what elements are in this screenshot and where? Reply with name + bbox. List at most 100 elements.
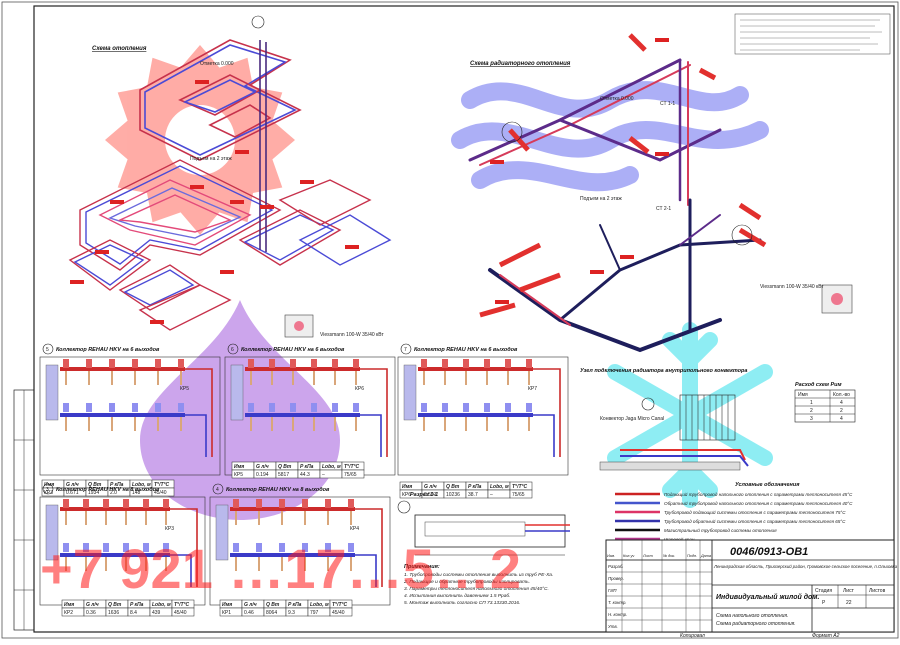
legend-text: Обратный трубопровод напольного отоплени… <box>664 500 853 506</box>
manifold-valve <box>332 359 338 368</box>
stamp-header: № док. <box>663 554 675 558</box>
manifold-valve <box>132 403 138 412</box>
manifold-valve <box>132 359 138 368</box>
legend-item: Магистральный трубопровод системы отопле… <box>615 527 777 533</box>
stamp-header: Изм. <box>607 554 615 558</box>
stamp-col-head: Листов <box>869 588 886 594</box>
manifold-valve <box>103 499 109 508</box>
mini-table-title: Расход схем Рим <box>795 382 842 388</box>
manifold-valve <box>86 359 92 368</box>
manifold-callout <box>212 483 224 495</box>
manifold-code: КР4 <box>350 526 359 532</box>
mini-table-cell: 4 <box>840 400 843 406</box>
legend-item: Подающий трубопровод напольного отоплени… <box>615 491 853 497</box>
manifold-callout <box>400 343 412 355</box>
stamp-role: Т. контр. <box>608 600 627 605</box>
manifold-table-cell: 2.0 <box>110 490 117 496</box>
manifold-valve <box>526 403 532 412</box>
legend-item: Шаровой кран <box>615 536 695 542</box>
manifold-valve <box>421 403 427 412</box>
manifold-valve <box>332 403 338 412</box>
notes-block: Примечания: 1. Трубопроводы системы отоп… <box>403 564 553 606</box>
manifold-valve <box>505 359 511 368</box>
note-line: 2. Подающие и обратные трубопроводы изол… <box>403 579 530 585</box>
manifold-valve <box>290 359 296 368</box>
manifold-table-head: P кПа <box>468 484 482 490</box>
right-callout-circle-2 <box>731 224 753 246</box>
right-boiler-label: Viessmann 100-W 35/40 кВт <box>760 284 824 290</box>
manifold-callout <box>42 343 54 355</box>
manifold-valve <box>233 543 239 552</box>
manifold-table-head: Lobo, м <box>322 464 341 470</box>
stamp-object: Индивидуальный жилой дом. <box>716 593 819 601</box>
detail-subtitle: Конвектор Jaga Micro Canal <box>600 416 664 422</box>
manifold-valve <box>86 403 92 412</box>
manifold-valve <box>290 403 296 412</box>
manifold-table-head: T°/T°C <box>512 484 527 490</box>
stamp-role: Разраб. <box>608 564 624 569</box>
legend-title: Условные обозначения <box>735 481 800 488</box>
left-boiler-label: Viessmann 100-W 35/40 кВт <box>320 332 384 338</box>
manifold-valve <box>484 403 490 412</box>
stamp-header: Дата <box>700 554 711 558</box>
manifold-valve <box>484 359 490 368</box>
manifold-table-cell: 8064 <box>266 610 277 616</box>
drawing-frame <box>33 5 895 633</box>
note-line: 3. Параметры теплоносителя напольного от… <box>404 586 549 592</box>
convector-section: Разрез 1-1 <box>397 492 570 556</box>
right-riser-2: СТ 2-1 <box>656 206 671 212</box>
manifold-table-cell: – <box>322 472 325 478</box>
manifold-table-head: Имя <box>234 464 244 470</box>
manifold-table-cell: 0.591 <box>424 492 437 498</box>
manifold-table-head: P кПа <box>130 602 144 608</box>
stamp-col-head: Лист <box>843 588 855 594</box>
watermark-phone-text: +7 921 …17…5…2 <box>40 537 521 600</box>
manifold-table-head: G л/ч <box>66 482 79 488</box>
stamp-role: Провер. <box>608 576 624 581</box>
manifold-valve <box>269 359 275 368</box>
legend-text: Шаровой кран <box>664 536 695 542</box>
right-floor-label-0: Отметка 0.000 <box>600 96 634 102</box>
legend-text: Подающий трубопровод напольного отоплени… <box>664 491 853 497</box>
manifold-table-cell: 0.46 <box>244 610 254 616</box>
manifold-table-cell: КР1 <box>222 610 231 616</box>
manifold-valve <box>348 499 354 508</box>
manifold-number: 4 <box>216 487 219 493</box>
manifold-table-head: T°/T°C <box>154 482 169 488</box>
manifold-frame <box>39 356 221 476</box>
manifold-valve <box>325 499 331 508</box>
mini-table-head-0: Имя <box>798 392 808 398</box>
left-callout-circle <box>251 15 265 29</box>
manifold-table-head: P кПа <box>288 602 302 608</box>
manifold-valve <box>163 499 169 508</box>
manifold-table-head: P кПа <box>110 482 124 488</box>
manifold-valve <box>63 359 69 368</box>
manifold-valve <box>109 403 115 412</box>
manifold-valve <box>123 499 129 508</box>
manifold-title: Коллектор REHAU HKV на 6 выходов <box>414 347 518 353</box>
manifold-table-head: Lobo, м <box>310 602 329 608</box>
manifold-table-cell: КР3 <box>44 490 53 496</box>
manifold-valve <box>421 359 427 368</box>
mini-table-cell: 3 <box>810 416 813 422</box>
stamp-header: Кол.уч <box>623 554 634 558</box>
note-line: 4. Испытания выполнить давлением 1.5 Рра… <box>404 593 510 599</box>
manifold-table-cell: КР6 <box>402 492 411 498</box>
stamp-sheet-name-0: Схема напольного отопления. <box>716 613 788 619</box>
manifold-valve <box>256 499 262 508</box>
manifold-valve <box>63 403 69 412</box>
manifold-valve <box>83 543 89 552</box>
manifold-number: 5 <box>46 347 49 353</box>
manifold-table-cell: 44.3 <box>300 472 310 478</box>
manifold-valve <box>325 543 331 552</box>
left-label-tags <box>70 80 359 324</box>
manifold-valve <box>178 403 184 412</box>
manifold-table-cell: 10236 <box>446 492 460 498</box>
